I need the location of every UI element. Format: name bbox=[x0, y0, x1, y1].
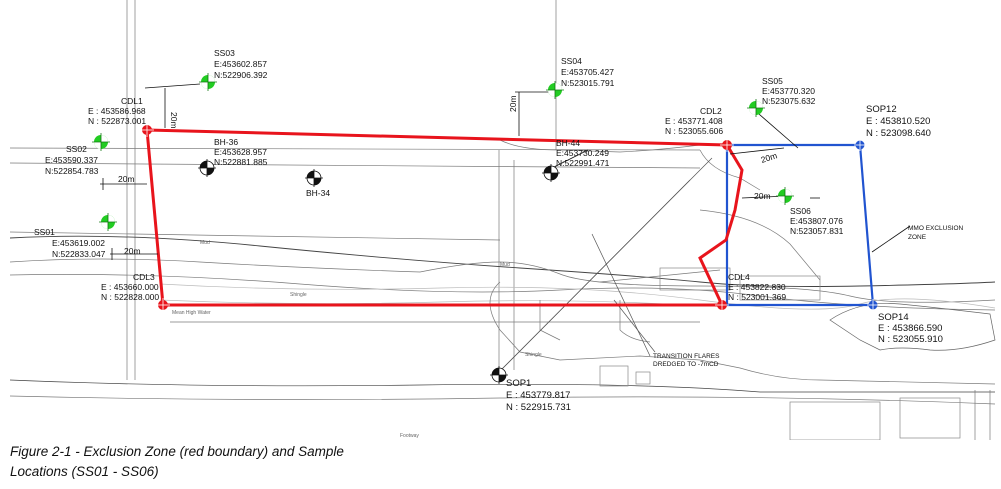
svg-text:N:522906.392: N:522906.392 bbox=[214, 70, 268, 80]
svg-text:MMO EXCLUSION: MMO EXCLUSION bbox=[908, 225, 964, 232]
caption-line-1: Figure 2-1 - Exclusion Zone (red boundar… bbox=[10, 444, 344, 459]
corner-label-cdl3: CDL3 E : 453660.000 N : 522828.000 bbox=[101, 272, 159, 302]
svg-text:E:453619.002: E:453619.002 bbox=[52, 238, 105, 248]
svg-text:SOP1: SOP1 bbox=[506, 378, 531, 389]
svg-text:N:522854.783: N:522854.783 bbox=[45, 166, 99, 176]
svg-text:Shingle: Shingle bbox=[525, 352, 542, 358]
map-labels: Mud Mud Mean High Water Shingle Shingle … bbox=[172, 240, 542, 439]
corner-label-cdl2: CDL2 E : 453771.408 N : 523055.606 bbox=[665, 106, 723, 136]
svg-text:SOP12: SOP12 bbox=[866, 104, 897, 115]
svg-text:20m: 20m bbox=[508, 95, 518, 112]
svg-text:CDL1: CDL1 bbox=[121, 96, 143, 106]
svg-text:E:453730.249: E:453730.249 bbox=[556, 148, 609, 158]
svg-text:Shingle: Shingle bbox=[290, 292, 307, 298]
svg-text:E : 453866.590: E : 453866.590 bbox=[878, 323, 942, 334]
svg-text:E:453807.076: E:453807.076 bbox=[790, 216, 843, 226]
svg-text:20m: 20m bbox=[118, 174, 135, 184]
svg-text:N:523057.831: N:523057.831 bbox=[790, 226, 844, 236]
svg-text:20m: 20m bbox=[169, 112, 179, 129]
svg-text:N : 523098.640: N : 523098.640 bbox=[866, 128, 931, 139]
svg-text:BH-36: BH-36 bbox=[214, 137, 238, 147]
sample-label-ss04: SS04 E:453705.427 N:523015.791 bbox=[561, 56, 615, 88]
svg-text:TRANSITION FLARES: TRANSITION FLARES bbox=[653, 353, 720, 360]
corner-marker-cdl2 bbox=[719, 137, 735, 153]
svg-text:N:523075.632: N:523075.632 bbox=[762, 96, 816, 106]
background-linework bbox=[9, 0, 996, 440]
svg-text:N:522833.047: N:522833.047 bbox=[52, 249, 106, 259]
svg-text:20m: 20m bbox=[760, 150, 779, 165]
sample-label-ss03: SS03 E:453602.857 N:522906.392 bbox=[214, 48, 268, 80]
svg-text:E : 453771.408: E : 453771.408 bbox=[665, 116, 723, 126]
svg-text:E:453628.957: E:453628.957 bbox=[214, 147, 267, 157]
svg-text:Footway: Footway bbox=[400, 433, 419, 439]
svg-text:N : 523055.606: N : 523055.606 bbox=[665, 126, 723, 136]
svg-text:N : 523001.369: N : 523001.369 bbox=[728, 292, 786, 302]
transition-flares-annotation: TRANSITION FLARES DREDGED TO -7mCD bbox=[653, 353, 720, 368]
svg-text:N:522881.885: N:522881.885 bbox=[214, 157, 268, 167]
borehole-marker-bh34 bbox=[304, 168, 324, 188]
corner-label-cdl4: CDL4 E : 453822.830 N : 523001.369 bbox=[728, 272, 786, 302]
svg-text:E : 453660.000: E : 453660.000 bbox=[101, 282, 159, 292]
corner-marker-sop12 bbox=[853, 138, 867, 152]
svg-text:SS04: SS04 bbox=[561, 56, 582, 66]
svg-text:SS03: SS03 bbox=[214, 48, 235, 58]
svg-text:N:523015.791: N:523015.791 bbox=[561, 78, 615, 88]
sample-marker-ss01 bbox=[98, 212, 118, 232]
svg-text:E:453770.320: E:453770.320 bbox=[762, 86, 815, 96]
svg-text:Mean High Water: Mean High Water bbox=[172, 310, 211, 316]
sample-label-ss06: SS06 E:453807.076 N:523057.831 bbox=[790, 206, 844, 236]
sample-label-ss05: SS05 E:453770.320 N:523075.632 bbox=[762, 76, 816, 106]
setout-label-sop1: SOP1 E : 453779.817 N : 522915.731 bbox=[506, 378, 571, 413]
sample-marker-ss06 bbox=[775, 186, 795, 206]
svg-text:SS05: SS05 bbox=[762, 76, 783, 86]
svg-text:ZONE: ZONE bbox=[908, 234, 927, 241]
svg-text:E : 453586.968: E : 453586.968 bbox=[88, 106, 146, 116]
svg-text:SS01: SS01 bbox=[34, 227, 55, 237]
dimension-lines bbox=[100, 83, 911, 260]
dimension-labels: 20m 20m 20m 20m 20m 20m bbox=[118, 95, 778, 256]
setout-label-sop12: SOP12 E : 453810.520 N : 523098.640 bbox=[866, 104, 931, 139]
svg-text:N : 522915.731: N : 522915.731 bbox=[506, 402, 571, 413]
svg-text:CDL3: CDL3 bbox=[133, 272, 155, 282]
corner-label-cdl1: CDL1 E : 453586.968 N : 522873.001 bbox=[88, 96, 146, 126]
svg-text:SOP14: SOP14 bbox=[878, 312, 909, 323]
svg-text:20m: 20m bbox=[754, 191, 771, 201]
svg-text:E:453705.427: E:453705.427 bbox=[561, 67, 614, 77]
svg-text:SS06: SS06 bbox=[790, 206, 811, 216]
borehole-label-bh36: BH-36 E:453628.957 N:522881.885 bbox=[214, 137, 268, 167]
borehole-label-bh44: BH-44 E:453730.249 N:522991.471 bbox=[556, 138, 610, 168]
svg-text:N : 523055.910: N : 523055.910 bbox=[878, 334, 943, 345]
svg-text:CDL4: CDL4 bbox=[728, 272, 750, 282]
svg-text:20m: 20m bbox=[124, 246, 141, 256]
mmo-zone-annotation: MMO EXCLUSION ZONE bbox=[908, 225, 964, 241]
borehole-markers bbox=[197, 158, 561, 385]
svg-text:N:522991.471: N:522991.471 bbox=[556, 158, 610, 168]
svg-text:BH-44: BH-44 bbox=[556, 138, 580, 148]
svg-text:E : 453779.817: E : 453779.817 bbox=[506, 390, 570, 401]
sample-markers bbox=[91, 72, 795, 232]
svg-text:SS02: SS02 bbox=[66, 144, 87, 154]
sample-label-ss01: SS01 E:453619.002 N:522833.047 bbox=[34, 227, 106, 259]
svg-text:E : 453810.520: E : 453810.520 bbox=[866, 116, 930, 127]
borehole-label-bh34: BH-34 bbox=[306, 188, 330, 198]
svg-text:DREDGED TO -7mCD: DREDGED TO -7mCD bbox=[653, 361, 719, 368]
svg-text:E:453602.857: E:453602.857 bbox=[214, 59, 267, 69]
site-plan-diagram: Mud Mud Mean High Water Shingle Shingle … bbox=[9, 0, 996, 440]
svg-text:E : 453822.830: E : 453822.830 bbox=[728, 282, 786, 292]
svg-text:E:453590.337: E:453590.337 bbox=[45, 155, 98, 165]
svg-text:N : 522873.001: N : 522873.001 bbox=[88, 116, 146, 126]
sample-label-ss02: SS02 E:453590.337 N:522854.783 bbox=[45, 144, 99, 176]
svg-text:CDL2: CDL2 bbox=[700, 106, 722, 116]
svg-text:N : 522828.000: N : 522828.000 bbox=[101, 292, 159, 302]
svg-text:Mud: Mud bbox=[500, 262, 510, 268]
figure-caption: Figure 2-1 - Exclusion Zone (red boundar… bbox=[10, 442, 570, 482]
svg-text:Mud: Mud bbox=[200, 240, 210, 246]
exclusion-zone-boundary bbox=[145, 128, 744, 307]
setout-label-sop14: SOP14 E : 453866.590 N : 523055.910 bbox=[878, 312, 943, 345]
caption-line-2: Locations (SS01 - SS06) bbox=[10, 464, 159, 479]
